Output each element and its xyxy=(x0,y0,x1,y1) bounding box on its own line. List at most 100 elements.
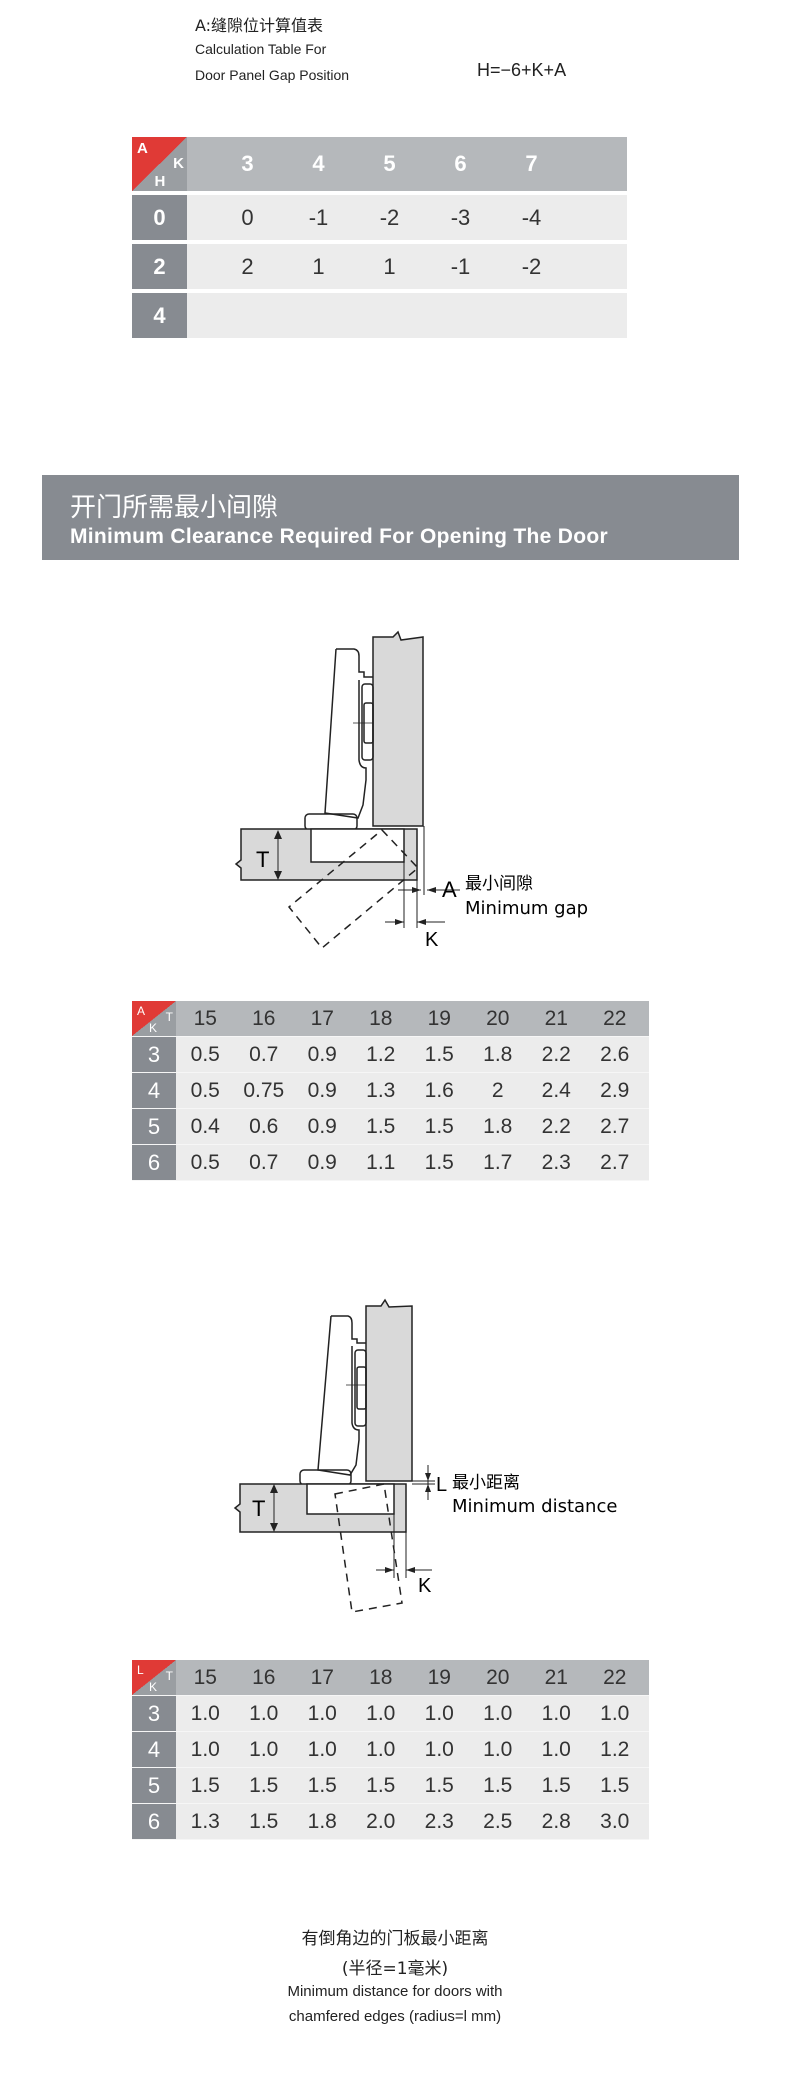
column-header: 22 xyxy=(603,1006,627,1030)
table-cell: 1.3 xyxy=(190,1809,220,1833)
table-cell: -4 xyxy=(521,204,542,230)
column-header: 5 xyxy=(383,151,396,176)
column-header: 6 xyxy=(454,151,467,176)
row-header: 6 xyxy=(132,1145,176,1180)
table-cell: 0.9 xyxy=(307,1078,337,1102)
min-distance-label-en: Minimum distance xyxy=(452,1496,617,1517)
table-cell: 2.7 xyxy=(600,1150,630,1174)
table-cell: 0.5 xyxy=(190,1150,220,1174)
a-label: A xyxy=(442,877,457,902)
table-cell: 0.9 xyxy=(307,1114,337,1138)
table-cell: -1 xyxy=(450,253,471,279)
table-cell: 0.9 xyxy=(307,1042,337,1066)
column-header: 15 xyxy=(193,1665,217,1689)
table-cell: 2.6 xyxy=(600,1042,630,1066)
table-cell: 1.0 xyxy=(424,1701,454,1725)
calc-table-title-cn: A:缝隙位计算值表 xyxy=(195,16,324,35)
column-header: 4 xyxy=(312,151,325,176)
table-cell: 1.5 xyxy=(249,1773,279,1797)
banner-title-cn: 开门所需最小间隙 xyxy=(70,493,279,523)
min-gap-label-cn: 最小间隙 xyxy=(465,874,533,894)
table-cell: 1.0 xyxy=(483,1701,513,1725)
table-cell: 2 xyxy=(241,253,254,279)
table-cell: 1.0 xyxy=(541,1737,571,1761)
cup-recess xyxy=(306,1483,395,1515)
door-panel xyxy=(372,630,424,827)
footer-cn-2: (半径=1毫米) xyxy=(341,1959,449,1979)
table-cell: -2 xyxy=(521,253,542,279)
table-cell: 1.0 xyxy=(424,1737,454,1761)
table-cell: 2.2 xyxy=(541,1114,571,1138)
corner-label-bottom: H xyxy=(154,173,166,190)
table-cell: 0.5 xyxy=(190,1078,220,1102)
table-cell: 2.8 xyxy=(541,1809,571,1833)
table-cell: 3.0 xyxy=(600,1809,630,1833)
t-label: T xyxy=(252,1496,265,1521)
column-header: 16 xyxy=(252,1665,276,1689)
table-cell: 1.5 xyxy=(424,1114,454,1138)
table-cell: 2.5 xyxy=(483,1809,513,1833)
table-cell: 0.6 xyxy=(249,1114,279,1138)
row-header: 0 xyxy=(132,195,187,240)
table-cell: 2 xyxy=(491,1078,504,1102)
table-cell: 1.0 xyxy=(190,1737,220,1761)
table-cell: 0.9 xyxy=(307,1150,337,1174)
min-distance-label-cn: 最小距离 xyxy=(452,1473,520,1493)
table-cell: 1.1 xyxy=(366,1150,396,1174)
row-header: 6 xyxy=(132,1804,176,1839)
hinge-arm xyxy=(317,1315,366,1476)
corner-label-top: A xyxy=(137,1004,146,1018)
formula: H=−6+K+A xyxy=(477,60,567,80)
l-label: L xyxy=(436,1474,447,1496)
table-cell: 1 xyxy=(312,253,325,279)
calc-table-title-en-2: Door Panel Gap Position xyxy=(195,67,350,83)
table-cell: 2.3 xyxy=(541,1150,571,1174)
table-cell: 1.2 xyxy=(366,1042,396,1066)
table-cell: 0.75 xyxy=(243,1078,285,1102)
column-header: 17 xyxy=(310,1006,334,1030)
row-header: 4 xyxy=(132,1073,176,1108)
table-cell: 1.8 xyxy=(483,1114,513,1138)
table-cell: 1.3 xyxy=(366,1078,396,1102)
table-cell: 1.5 xyxy=(483,1773,513,1797)
table-cell: 1.0 xyxy=(307,1737,337,1761)
t-label: T xyxy=(256,847,269,872)
table-cell: 1.2 xyxy=(600,1737,630,1761)
table-cell: 1.5 xyxy=(366,1114,396,1138)
table-cell: 2.7 xyxy=(600,1114,630,1138)
corner-label-top: L xyxy=(137,1663,144,1677)
table-cell: 1.5 xyxy=(600,1773,630,1797)
cup-recess xyxy=(310,828,405,863)
table-cell: 1.0 xyxy=(249,1737,279,1761)
table-cell: 2.4 xyxy=(541,1078,571,1102)
banner-title-en: Minimum Clearance Required For Opening T… xyxy=(70,525,608,548)
column-header: 18 xyxy=(369,1665,393,1689)
table-cell: 1.0 xyxy=(249,1701,279,1725)
table-cell: 1.5 xyxy=(424,1150,454,1174)
section-banner: 开门所需最小间隙 Minimum Clearance Required For … xyxy=(42,475,739,560)
table-cell: 0.4 xyxy=(190,1114,220,1138)
table-cell: 1.0 xyxy=(541,1701,571,1725)
table-cell: 2.2 xyxy=(541,1042,571,1066)
hinge-arm xyxy=(324,648,373,819)
table-cell: 1 xyxy=(383,253,396,279)
table-cell: 1.5 xyxy=(307,1773,337,1797)
column-header: 15 xyxy=(193,1006,217,1030)
min-gap-label-en: Minimum gap xyxy=(465,898,588,919)
table-cell: 2.9 xyxy=(600,1078,630,1102)
table-cell: -3 xyxy=(450,204,471,230)
